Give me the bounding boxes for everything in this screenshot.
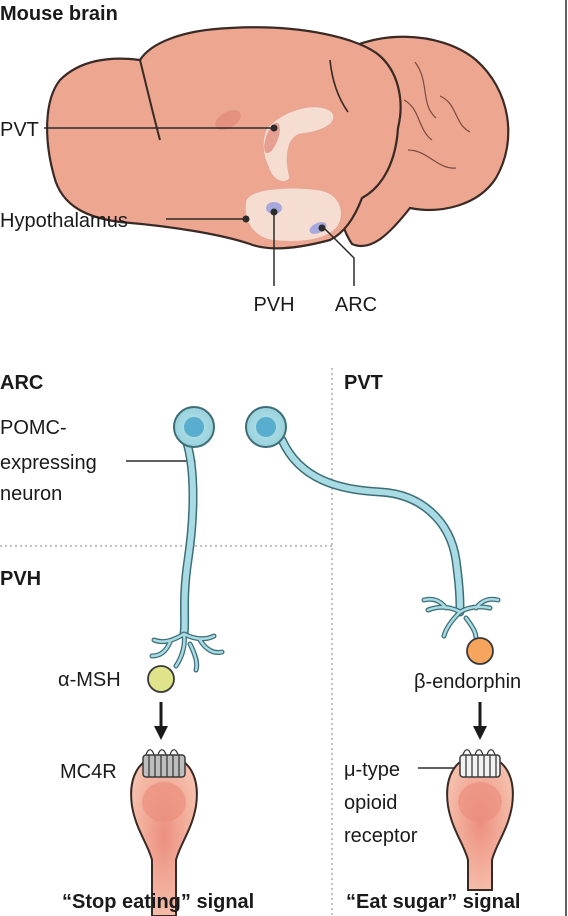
brain-leader-dots — [242, 124, 326, 232]
label-hypothalamus: Hypothalamus — [0, 210, 128, 232]
left-soma-nucleus — [184, 417, 204, 437]
label-pvt: PVT — [0, 119, 39, 141]
left-arrow — [154, 702, 168, 740]
brain-leader-lines — [44, 127, 355, 286]
right-axon — [279, 437, 463, 615]
olfactory-fold — [139, 59, 161, 141]
label-arc: ARC — [335, 294, 377, 316]
hypothalamus-dot — [242, 215, 250, 223]
pomc-neuron-right — [245, 406, 501, 641]
right-arrow — [473, 702, 487, 740]
beta-endorphin-molecule — [466, 637, 494, 665]
arc-leader — [323, 227, 355, 286]
eat-sugar-signal: “Eat sugar” signal — [346, 891, 521, 913]
right-target-cell — [446, 749, 514, 891]
mu-receptor-stripes — [465, 755, 497, 777]
receptor-mc4r-label: MC4R — [60, 761, 117, 783]
mu-opioid-receptor — [459, 749, 501, 778]
panel-pvt-title: PVT — [344, 372, 383, 394]
pvh-dot — [270, 208, 278, 216]
pvt-dot — [270, 124, 278, 132]
stop-eating-signal: “Stop eating” signal — [62, 891, 254, 913]
mu-receptor-loops — [462, 749, 496, 756]
mc4r-receptor-block — [142, 754, 186, 778]
left-arrow-head — [154, 726, 168, 740]
label-pvh: PVH — [253, 294, 294, 316]
neuron-label-line1: POMC- — [0, 417, 67, 439]
receptor-mu-label-line2: opioid — [344, 792, 397, 814]
left-target-cell — [130, 749, 198, 916]
left-axon-terminals — [149, 631, 225, 673]
left-axon — [181, 437, 196, 637]
right-soma-nucleus — [256, 417, 276, 437]
pvt-nucleus-left — [215, 110, 241, 130]
pvh-mark — [266, 202, 282, 214]
right-arrow-head — [473, 726, 487, 740]
cortex-fold — [329, 59, 349, 113]
receptor-mu-label-line3: receptor — [344, 825, 418, 847]
brain-title: Mouse brain — [0, 3, 118, 25]
panel-arc-title: ARC — [0, 372, 43, 394]
mc4r-receptor — [142, 749, 186, 778]
panel-pvh-title: PVH — [0, 568, 41, 590]
pomc-neuron-left — [149, 406, 225, 673]
ligand-alpha-msh-label: α-MSH — [58, 669, 121, 691]
neuron-label-line3: neuron — [0, 483, 62, 505]
arc-dot — [318, 224, 326, 232]
mc4r-receptor-stripes — [148, 755, 180, 777]
right-axon-outline — [277, 435, 465, 617]
cerebellum-folds — [403, 61, 471, 169]
left-cell-nucleus — [142, 782, 186, 822]
mouse-brain — [46, 26, 510, 250]
hypothalamus-region — [244, 187, 342, 242]
right-axon-terminals — [421, 596, 501, 641]
alpha-msh-molecule — [147, 665, 175, 693]
right-cell-nucleus — [458, 782, 502, 822]
receptor-mu-label-line1: μ-type — [344, 759, 400, 781]
mc4r-receptor-loops — [145, 749, 179, 756]
neuron-label-line2: expressing — [0, 452, 97, 474]
pvt-region-highlight — [262, 106, 335, 182]
ligand-beta-endorphin-label: β-endorphin — [414, 671, 521, 693]
